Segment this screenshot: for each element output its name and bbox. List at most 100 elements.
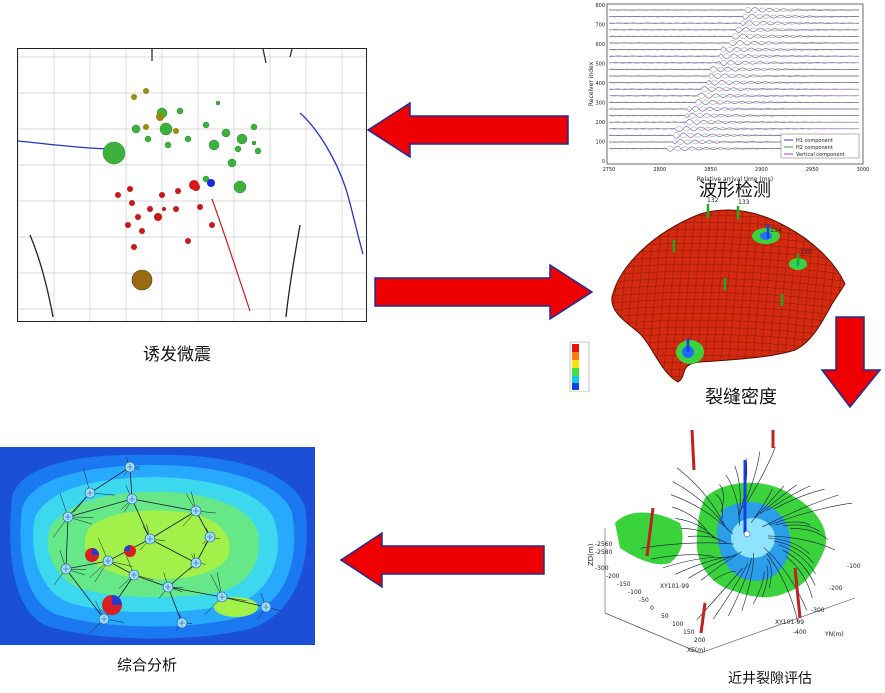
waveform-trace — [608, 60, 860, 66]
waveform-y-tick: 300 — [595, 101, 605, 107]
event-marker — [173, 206, 179, 212]
event-marker — [202, 175, 210, 183]
well-trace-top-stubs — [151, 49, 293, 64]
x-tick: 0 — [650, 605, 654, 612]
microseismic-view — [18, 49, 366, 321]
x-tick: -300 — [595, 565, 609, 572]
arrow-microseismic-to-fracture — [374, 263, 594, 321]
arrow-nearwell-to-integrated — [339, 531, 545, 589]
y-tick: -400 — [793, 629, 807, 636]
event-marker — [143, 88, 149, 94]
x-axis-label: XE(m) — [687, 647, 705, 654]
z-tick-1: -2580 — [595, 549, 613, 556]
density-color-scale — [569, 341, 590, 392]
well-label-132: 132 — [707, 197, 719, 204]
waveform-trace — [608, 20, 859, 27]
y-axis-label: YN(m) — [824, 631, 844, 638]
waveform-legend: H1 component H2 component Vertical compo… — [780, 133, 860, 159]
well-label-134: 134 — [770, 227, 782, 234]
caption-waveform: 波形检测 — [699, 180, 771, 201]
waveform-trace — [608, 46, 859, 53]
waveform-trace — [609, 126, 859, 132]
event-marker — [159, 122, 173, 136]
event-marker — [176, 107, 184, 115]
waveform-trace — [608, 66, 859, 73]
x-tick: -200 — [606, 573, 620, 580]
contour-island — [214, 597, 258, 617]
fracture-density-panel: 132 133 134 135 — [560, 192, 850, 392]
event-marker — [254, 147, 262, 155]
event-marker — [164, 141, 172, 149]
waveform-trace — [608, 39, 860, 46]
waveform-trace — [608, 86, 860, 92]
waveform-trace — [608, 40, 860, 47]
waveform-trace — [608, 79, 859, 86]
legend-h1: H1 component — [796, 138, 833, 144]
event-marker — [189, 180, 199, 190]
waveform-trace — [608, 33, 860, 40]
near-well-axes-frame — [604, 528, 856, 654]
waveform-x-tick: 2900 — [755, 167, 768, 173]
event-marker — [202, 121, 210, 129]
y-axis-ticks: -100-200-300-400 — [793, 563, 861, 636]
event-marker — [129, 200, 135, 206]
waveform-trace — [608, 26, 860, 33]
event-marker — [221, 128, 231, 138]
event-marker — [139, 228, 145, 234]
event-marker — [184, 135, 192, 143]
waveform-trace — [608, 20, 859, 27]
y-tick: -100 — [847, 563, 861, 570]
event-marker — [185, 238, 191, 244]
waveform-trace — [608, 112, 860, 119]
event-marker — [215, 100, 221, 106]
legend-vertical: Vertical component — [796, 152, 845, 158]
well-trace-red — [211, 198, 251, 312]
event-marker — [251, 140, 257, 146]
waveform-trace — [608, 119, 860, 125]
event-marker — [147, 206, 153, 212]
event-marker — [175, 188, 181, 194]
offset-wells-red — [645, 429, 802, 634]
waveform-x-tick: 2850 — [704, 167, 717, 173]
waveform-trace — [609, 13, 860, 20]
x-tick: -150 — [617, 581, 631, 588]
waveform-trace — [608, 66, 859, 73]
event-marker — [131, 244, 137, 250]
waveform-xlabel: Relative arrival time (ms) — [697, 176, 773, 183]
contour-level-5 — [84, 510, 230, 580]
event-marker — [102, 141, 126, 165]
waveform-trace — [608, 33, 860, 40]
event-marker — [131, 94, 137, 100]
arrow-waveform-to-microseismic — [366, 101, 569, 159]
event-marker — [131, 124, 141, 134]
z-tick-0: -2560 — [595, 541, 613, 548]
waveform-y-tick: 500 — [595, 62, 605, 68]
legend-h2: H2 component — [796, 145, 833, 151]
waveform-trace — [609, 93, 860, 99]
event-marker — [127, 186, 133, 192]
pie-markers — [85, 545, 136, 615]
waveform-trace — [609, 46, 860, 53]
event-marker — [159, 192, 165, 198]
waveform-trace — [608, 59, 860, 66]
waveform-x-tick: 2950 — [806, 167, 819, 173]
well-trace-blue-left — [18, 140, 119, 150]
arrow-fracture-to-nearwell — [820, 316, 882, 409]
waveform-x-tick: 2800 — [653, 167, 666, 173]
y-tick: -300 — [811, 607, 825, 614]
well-trace-black-left — [29, 234, 54, 318]
event-marker — [209, 222, 215, 228]
fracture-traces — [640, 446, 853, 623]
integrated-map — [0, 447, 315, 645]
waveform-traces — [608, 6, 860, 152]
microseismic-panel — [17, 48, 367, 322]
x-tick: -50 — [639, 597, 649, 604]
well-label-left: XY101-99 — [660, 583, 689, 590]
waveform-trace — [608, 105, 859, 112]
